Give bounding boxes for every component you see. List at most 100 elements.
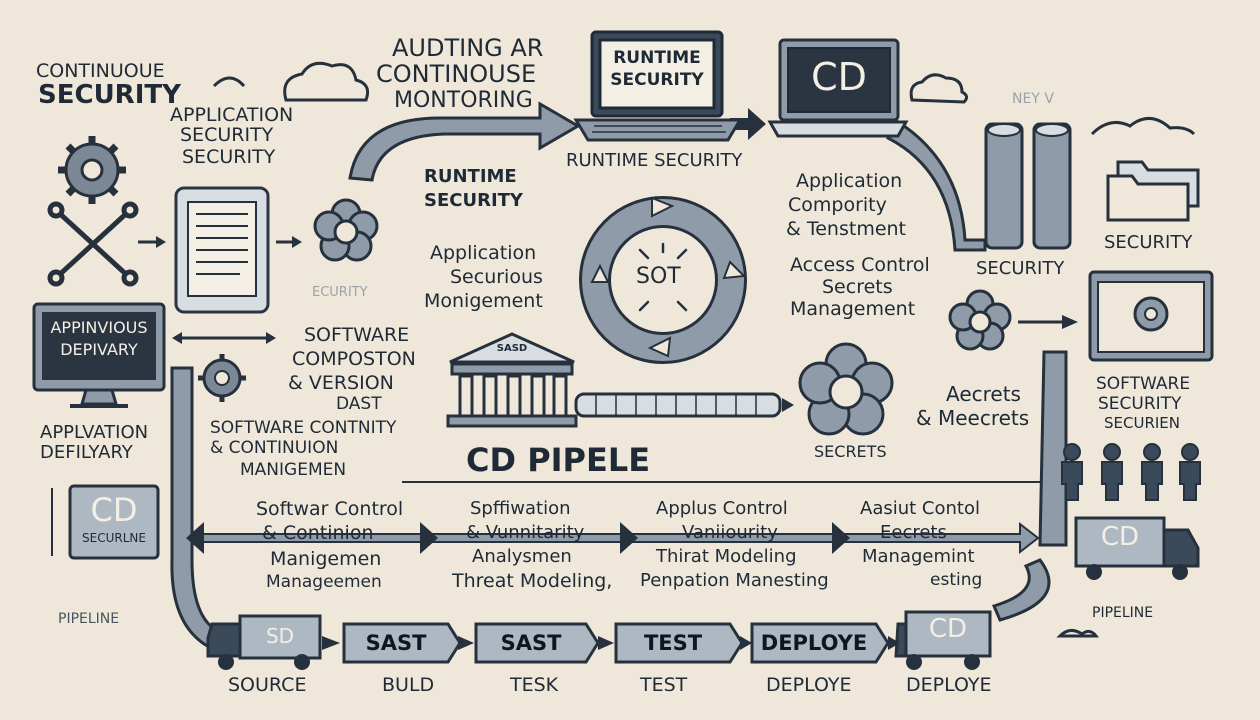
- curved-flow-arrow-right: [886, 117, 987, 252]
- curved-flow-arrow-bottom-right: [991, 558, 1051, 622]
- control-4-line-4: esting: [930, 570, 983, 590]
- stage-caption-test: TEST: [640, 674, 688, 696]
- control-1-line-3: Manigemen: [270, 548, 382, 570]
- aecrets-line-2: & Meecrets: [916, 406, 1030, 430]
- cycle-ring-icon: [579, 196, 747, 364]
- arrow-head: [266, 332, 276, 344]
- arrow-head: [156, 236, 166, 248]
- truck-right-label: CD: [1100, 522, 1140, 552]
- applvation-line-2: DEFILYARY: [40, 442, 133, 463]
- monitor-line-2: DEPIVARY: [60, 340, 138, 359]
- folder-icon: [1106, 160, 1200, 222]
- pipeline-right-label: PIPELINE: [1092, 605, 1154, 621]
- cd-secure-cd: CD: [90, 491, 138, 529]
- control-4-line-3: Managemint: [862, 546, 975, 567]
- secrets-label: SECRETS: [814, 442, 887, 461]
- runtime-security-line-1: RUNTIME: [424, 166, 517, 187]
- faded-label: NEY V: [1012, 91, 1054, 107]
- arrow-runtime-to-cd: [730, 108, 766, 140]
- truck-left-label: SD: [265, 624, 295, 648]
- control-3-line-1: Applus Control: [656, 498, 788, 519]
- stage-arrow-shapes: [342, 622, 890, 664]
- application-label: APPLICATION: [170, 104, 294, 126]
- cloud-icon: [1056, 629, 1100, 638]
- software-security-monitor-icon: [1088, 270, 1214, 362]
- app-securious-line-3: Monigement: [424, 290, 543, 312]
- control-3-line-3: Thirat Modeling: [656, 546, 797, 567]
- gear-icon: [198, 354, 246, 402]
- cloud-icon: [909, 73, 969, 104]
- app-security-line-2: SECURITY: [180, 124, 274, 146]
- control-row-arrow: [199, 521, 1040, 555]
- arrow-head: [1062, 315, 1078, 329]
- arrow-head: [620, 522, 638, 554]
- stage-caption-deploye-2: DEPLOYE: [906, 674, 992, 696]
- app-compority-line-2: Compority: [788, 194, 887, 216]
- arrow-head: [420, 522, 438, 554]
- stage-box-tesk: SAST: [476, 623, 586, 663]
- applvation-line-1: APPLVATION: [40, 422, 149, 443]
- cd-laptop-icon: [767, 38, 909, 138]
- cd-secure-label: SECURLNE: [82, 531, 146, 545]
- stage-box-build: SAST: [344, 623, 448, 663]
- curved-flow-arrow-left: [170, 366, 222, 653]
- server-icon: [984, 122, 1072, 250]
- runtime-security-caption: RUNTIME SECURITY: [566, 150, 743, 171]
- stage-box-label: TEST: [643, 631, 703, 655]
- software-composton-line-2: COMPOSTON: [292, 348, 416, 370]
- app-security-line-3: SECURITY: [182, 146, 276, 168]
- security-mid-label: SECURITY: [976, 258, 1065, 279]
- sast-sign-label: SASD: [496, 343, 528, 354]
- bank-building-icon: [446, 332, 578, 428]
- control-1-line-2: & Continion: [262, 522, 374, 544]
- software-contnity-line-1: SOFTWARE CONTNITY: [210, 418, 397, 438]
- pipe-icon: [574, 392, 782, 418]
- stage-caption-tesk: TESK: [510, 674, 559, 696]
- monitor-icon: [32, 302, 166, 408]
- auditing-line-3: MONTORING: [394, 88, 533, 113]
- runtime-box-line-2: SECURITY: [610, 70, 704, 90]
- stage-caption-deploye: DEPLOYE: [766, 674, 852, 696]
- auditing-line-2: CONTINOUSE: [376, 60, 537, 88]
- access-control-line-1: Access Control: [790, 254, 930, 276]
- runtime-laptop-icon: [573, 30, 743, 142]
- software-composton-line-4: DAST: [336, 394, 382, 414]
- app-securious-line-2: Securious: [450, 266, 543, 288]
- cloud-icon: [283, 61, 370, 102]
- control-3-line-2: Vaniiourity: [682, 522, 778, 543]
- stage-caption-source: SOURCE: [228, 674, 307, 696]
- arrow-head: [186, 522, 204, 554]
- control-2-line-1: Spffiwation: [470, 498, 571, 519]
- stage-box-test: TEST: [616, 623, 730, 663]
- secrets-gear-icon: [798, 342, 894, 436]
- auditing-line-1: AUDTING AR: [392, 34, 544, 62]
- app-securious-line-1: Application: [430, 242, 537, 264]
- gear-icon: [948, 289, 1012, 351]
- crossed-tools-icon: [47, 201, 139, 287]
- control-1-line-4: Manageemen: [266, 572, 382, 592]
- software-contnity-line-3: MANIGEMEN: [240, 460, 347, 480]
- mountain-icon: [1090, 117, 1196, 136]
- stage-caption-build: BULD: [382, 674, 435, 696]
- arrow-head: [292, 236, 302, 248]
- truck-icon: [894, 610, 992, 670]
- software-security-line-2: SECURITY: [1098, 394, 1182, 414]
- continuous-label: CONTINUOUE: [36, 60, 165, 82]
- control-4-line-2: Eecrets: [880, 522, 947, 543]
- control-2-line-4: Threat Modeling,: [452, 570, 613, 592]
- stage-box-label: SAST: [365, 631, 427, 655]
- software-composton-line-3: & VERSION: [288, 372, 394, 394]
- access-control-line-2: Secrets: [822, 276, 893, 298]
- stage-box-deploy: DEPLOYE: [752, 623, 876, 663]
- control-4-line-1: Aasiut Contol: [860, 498, 980, 519]
- control-2-line-2: & Vunnitarity: [466, 522, 585, 543]
- stage-box-label: SAST: [500, 631, 562, 655]
- security-label: SECURITY: [38, 80, 181, 110]
- cycle-center-label: SOT: [636, 264, 681, 289]
- cd-pipeline-title: CD PIPELE: [466, 441, 651, 479]
- control-2-line-3: Analysmen: [472, 546, 572, 567]
- arrow-head: [322, 636, 900, 650]
- truck-icon: [1074, 516, 1200, 580]
- arrow-head: [832, 522, 850, 554]
